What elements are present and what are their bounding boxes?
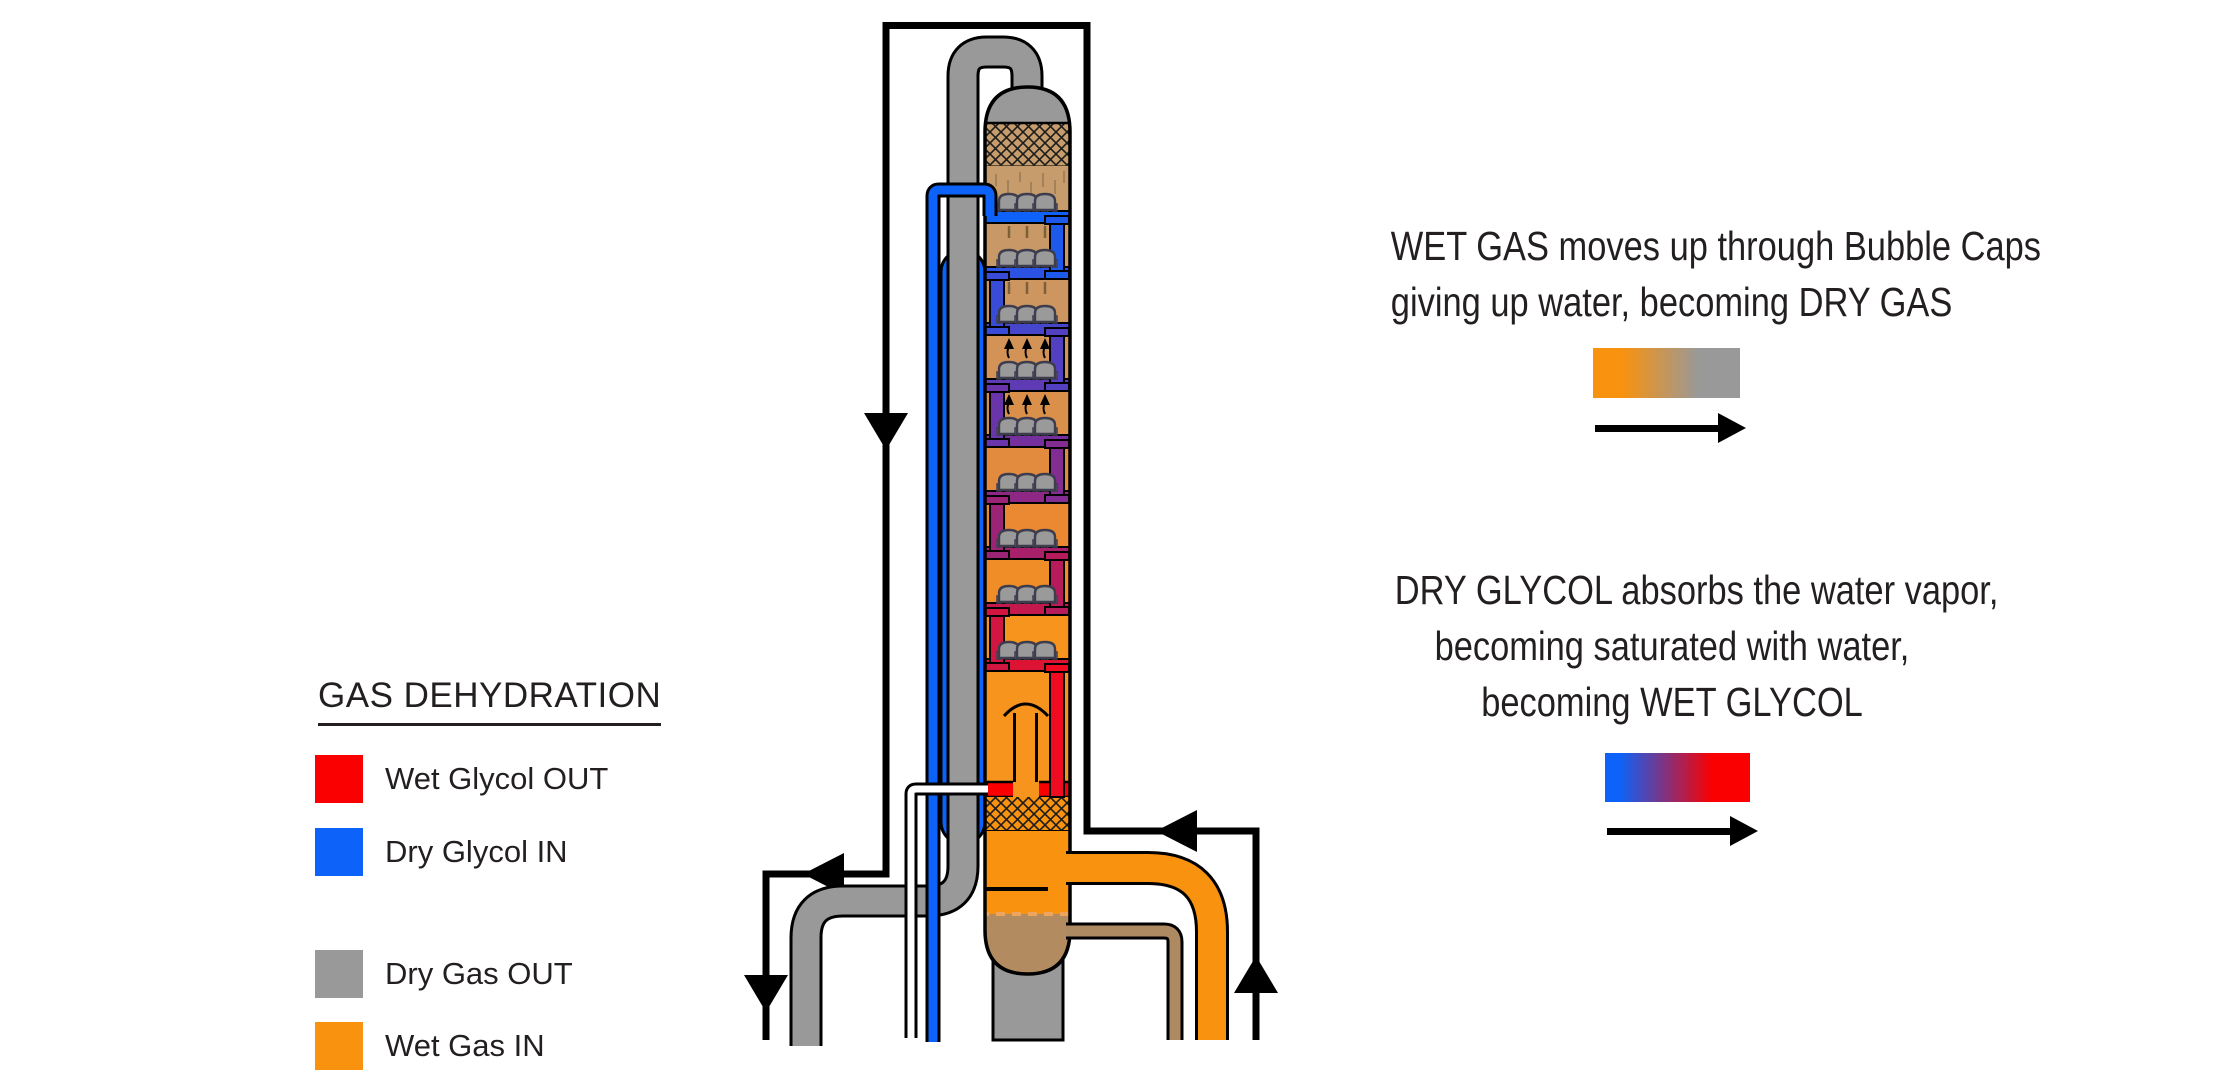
legend-item-wet-glycol-out: Wet Glycol OUT <box>315 755 608 803</box>
legend-title: GAS DEHYDRATION <box>318 676 662 726</box>
legend-item-wet-gas-in: Wet Gas IN <box>315 1022 545 1070</box>
contactor-column <box>983 85 1072 976</box>
packing-band <box>985 797 1070 831</box>
legend-label: Wet Glycol OUT <box>385 761 609 796</box>
gray-square-icon <box>315 950 363 998</box>
dry-gas-gooseneck-pipe <box>789 35 1044 1046</box>
mist-eliminator-mesh <box>985 123 1070 166</box>
legend-label: Dry Glycol IN <box>385 834 568 869</box>
blue-square-icon <box>315 828 363 876</box>
annotation-line: WET GAS moves up through Bubble Caps <box>1390 223 2042 269</box>
legend-item-dry-glycol-in: Dry Glycol IN <box>315 828 568 876</box>
right-arrow-icon <box>1730 816 1758 846</box>
legend-label: Wet Gas IN <box>385 1028 545 1063</box>
glycol-gas-heat-exchanger-jacket <box>939 248 987 846</box>
right-arrow-icon <box>1607 828 1732 835</box>
wet-gas-annotation: WET GAS moves up through Bubble Caps giv… <box>1390 218 2042 330</box>
right-arrow-icon <box>1595 425 1720 432</box>
annotation-line: giving up water, becoming DRY GAS <box>1390 279 1953 325</box>
legend-item-dry-gas-out: Dry Gas OUT <box>315 950 573 998</box>
wet-gas-inlet-pipe <box>1066 851 1229 1040</box>
gas-riser <box>1002 702 1050 782</box>
dry-glycol-supply-pipe <box>925 182 998 1042</box>
mist-droplets <box>995 171 1065 198</box>
down-arrow-icon <box>864 413 908 450</box>
orange-square-icon <box>315 1022 363 1070</box>
left-arrow-icon <box>1156 810 1197 852</box>
flow-direction-path <box>744 22 1278 1040</box>
glycol-drain-pipe <box>1066 922 1184 1040</box>
dry-glycol-to-wet-glycol-gradient-bar <box>1605 753 1750 802</box>
dry-glycol-annotation: DRY GLYCOL absorbs the water vapor, beco… <box>1394 562 1999 730</box>
annotation-line: DRY GLYCOL absorbs the water vapor, <box>1394 567 1999 613</box>
wet-glycol-out-pipe <box>904 782 988 1038</box>
annotation-line: becoming WET GLYCOL <box>1481 679 1863 725</box>
up-arrow-icon <box>1234 956 1278 993</box>
right-arrow-icon <box>1718 413 1746 443</box>
wet-gas-to-dry-gas-gradient-bar <box>1593 348 1740 398</box>
left-arrow-icon <box>803 853 844 895</box>
red-square-icon <box>315 755 363 803</box>
down-arrow-icon <box>744 975 788 1012</box>
annotation-line: becoming saturated with water, <box>1434 623 1910 669</box>
legend-label: Dry Gas OUT <box>385 956 573 991</box>
